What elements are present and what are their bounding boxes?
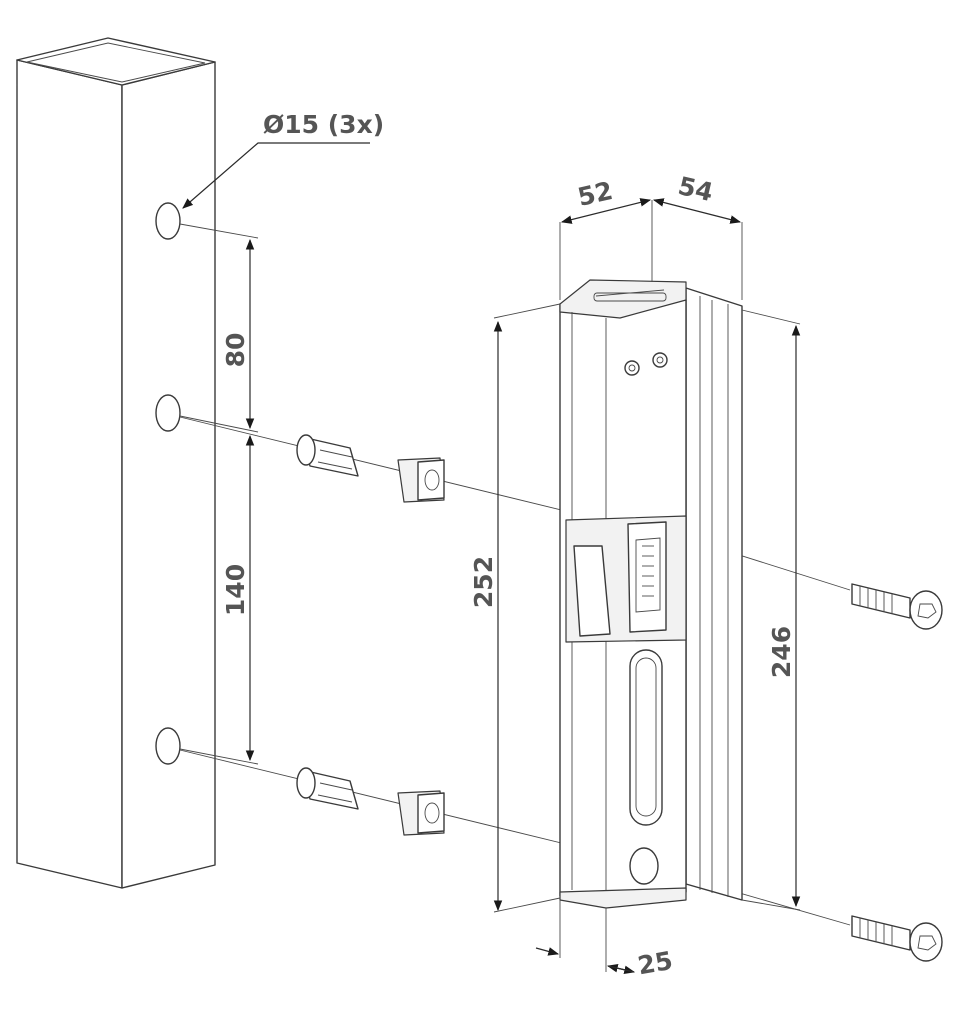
post-hole-top [155,202,181,240]
bushing-nut-top [397,457,445,503]
spacing-bottom-label: 140 [221,564,250,616]
keeper-screw-hole-right [652,352,668,368]
keeper-dimensions: 52 54 252 246 25 [469,171,801,981]
gate-keeper-profile [559,279,743,909]
keeper-slot [629,649,663,826]
square-post [16,37,216,889]
width-front-label: 52 [575,176,615,212]
screw-top [851,583,943,630]
keeper-screw-hole-left [624,360,640,376]
post-hole-bottom [155,727,181,765]
hole-diameter-label: Ø15 (3x) [263,110,384,139]
post-hole-middle [155,394,181,432]
bushing-sleeve-bottom [296,767,359,810]
hole-diameter-callout: Ø15 (3x) [182,110,384,209]
width-side-label: 54 [675,171,715,207]
mount-height-label: 246 [767,626,796,678]
flange-width-label: 25 [635,946,674,981]
hole-spacing-dimensions: 80 140 [179,223,259,765]
bushing-sleeve-top [296,434,359,477]
screw-bottom [851,915,943,962]
assembly-axis-lines [179,416,851,926]
total-height-label: 252 [469,556,498,608]
spacing-top-label: 80 [221,333,250,368]
bushing-nut-bottom [397,790,445,836]
keeper-bottom-hole [629,847,659,885]
